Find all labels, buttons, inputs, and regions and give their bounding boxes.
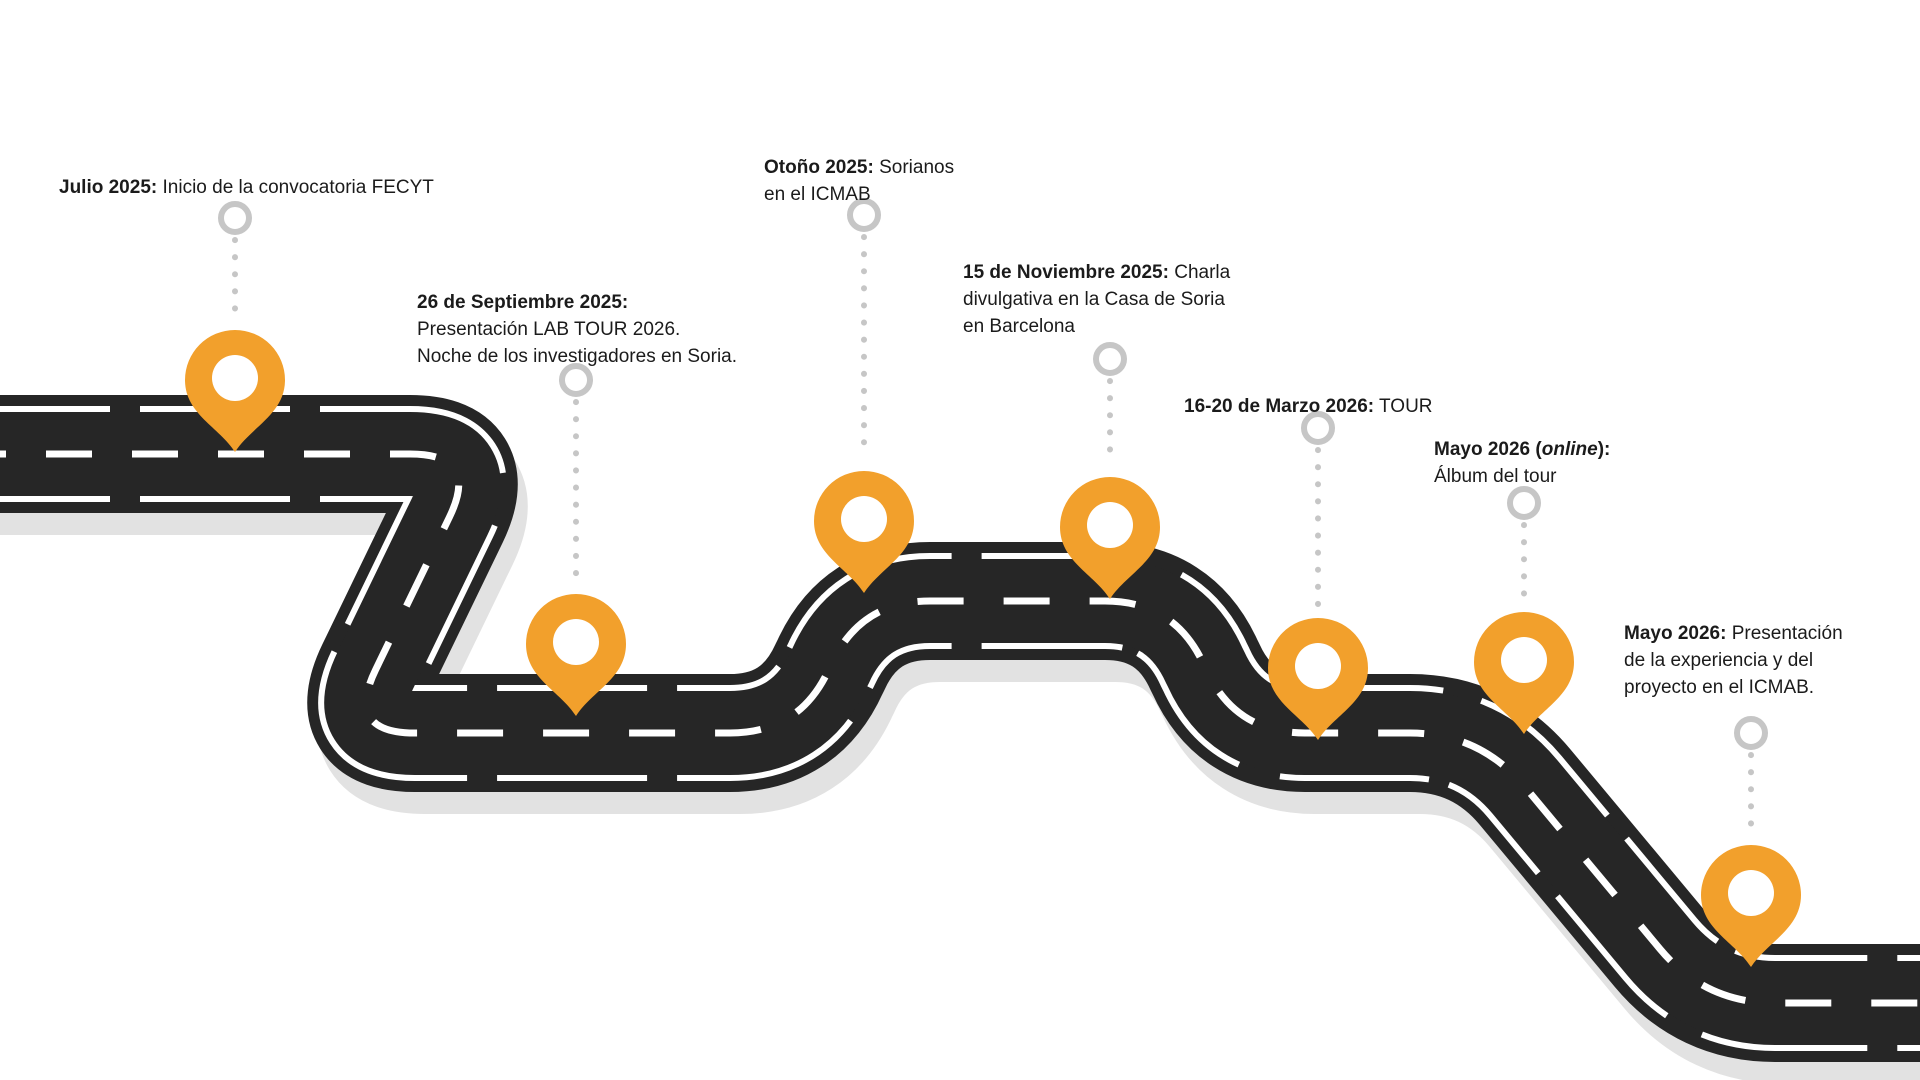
event-marker-5 <box>1268 414 1368 740</box>
event-text: Sorianos en el ICMAB <box>764 157 955 205</box>
event-marker-7 <box>1701 719 1801 967</box>
event-label-otono-2025: Otoño 2025: Sorianos en el ICMAB <box>764 127 954 208</box>
event-date: 26 de Septiembre 2025: <box>417 292 629 313</box>
event-label-mayo-2026-icmab: Mayo 2026: Presentación de la experienci… <box>1624 593 1843 701</box>
event-date: 15 de Noviembre 2025: <box>963 262 1169 283</box>
event-date: Julio 2025: <box>59 177 158 198</box>
event-label-julio-2025: Julio 2025: Inicio de la convocatoria FE… <box>59 147 434 201</box>
timeline-node-icon <box>1737 719 1765 747</box>
event-text: Álbum del tour <box>1434 466 1557 487</box>
timeline-node-icon <box>221 204 249 232</box>
event-date: 16-20 de Marzo 2026: <box>1184 396 1375 417</box>
event-date: Otoño 2025: <box>764 157 874 178</box>
timeline-node-icon <box>1096 345 1124 373</box>
event-text: Presentación de la experiencia y del pro… <box>1624 623 1843 698</box>
event-marker-2 <box>526 366 626 716</box>
event-text: Charla divulgativa en la Casa de Soria e… <box>963 262 1231 337</box>
event-text: TOUR <box>1374 396 1433 417</box>
event-label-16-20-marzo-2026: 16-20 de Marzo 2026: TOUR <box>1184 366 1433 420</box>
timeline-node-icon <box>1510 489 1538 517</box>
event-text: Presentación LAB TOUR 2026. Noche de los… <box>417 319 738 367</box>
event-marker-1 <box>185 204 285 452</box>
event-marker-4 <box>1060 345 1160 599</box>
event-marker-3 <box>814 201 914 593</box>
event-text: Inicio de la convocatoria FECYT <box>157 177 434 198</box>
event-date: Mayo 2026 (online): <box>1434 439 1611 460</box>
event-label-26-septiembre-2025: 26 de Septiembre 2025: Presentación LAB … <box>417 262 737 370</box>
road-surface-inner <box>0 454 1920 1003</box>
event-label-15-noviembre-2025: 15 de Noviembre 2025: Charla divulgativa… <box>963 232 1230 340</box>
event-label-mayo-2026-online: Mayo 2026 (online): Álbum del tour <box>1434 409 1610 490</box>
event-date: Mayo 2026: <box>1624 623 1727 644</box>
timeline-node-icon <box>562 366 590 394</box>
